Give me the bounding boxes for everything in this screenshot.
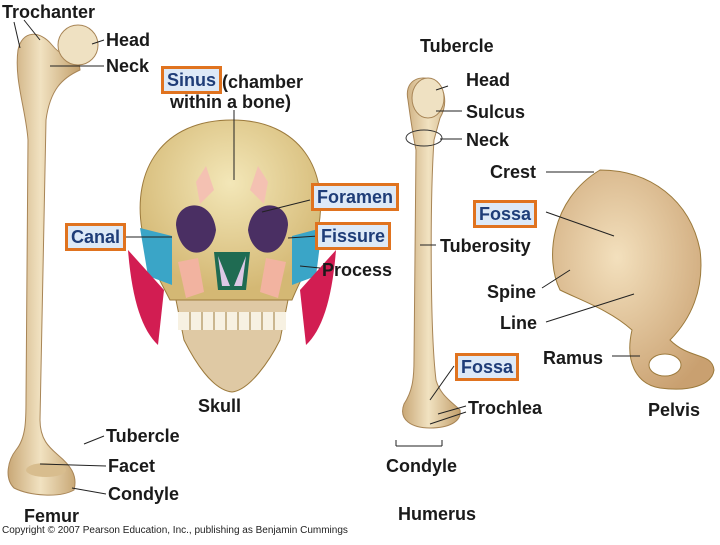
humerus-tubercle-label: Tubercle (420, 36, 494, 56)
humerus-fossa-label: Fossa (455, 353, 520, 381)
copyright-text: Copyright © 2007 Pearson Education, Inc.… (2, 525, 348, 536)
humerus-sulcus-label: Sulcus (466, 102, 526, 122)
pelvis-crest-label: Crest (490, 162, 537, 182)
humerus-head-label: Head (466, 70, 511, 90)
femur-facet-label: Facet (108, 456, 156, 476)
femur-neck-label: Neck (106, 56, 150, 76)
fissure-label: Fissure (315, 222, 392, 250)
pelvis-line-label: Line (500, 313, 538, 333)
process-label: Process (322, 260, 393, 280)
pelvis-fossa-label: Fossa (473, 200, 538, 228)
skull-name-label: Skull (198, 396, 242, 416)
pelvis-spine-label: Spine (487, 282, 537, 302)
humerus-neck-label: Neck (466, 130, 510, 150)
femur-condyle-label: Condyle (108, 484, 180, 504)
sinus-note-line-1: (chamber (222, 72, 304, 92)
sinus-label: Sinus (161, 66, 223, 94)
femur-bone (7, 24, 99, 496)
foramen-label: Foramen (311, 183, 400, 211)
leader-lines (13, 19, 640, 495)
humerus-bone (402, 77, 461, 429)
femur-trochanter-label: Trochanter (2, 2, 96, 22)
canal-label: Canal (65, 223, 127, 251)
skull-bone (128, 119, 336, 393)
pelvis-name-label: Pelvis (648, 400, 701, 420)
pelvis-bone (552, 169, 715, 390)
femur-tubercle-label: Tubercle (106, 426, 180, 446)
humerus-tuberosity-label: Tuberosity (440, 236, 531, 256)
sinus-note-line-2: within a bone) (170, 92, 291, 112)
pelvis-ramus-label: Ramus (543, 348, 604, 368)
humerus-name-label: Humerus (398, 504, 477, 524)
femur-head-label: Head (106, 30, 151, 50)
humerus-trochlea-label: Trochlea (468, 398, 543, 418)
humerus-condyle-label: Condyle (386, 456, 458, 476)
femur-name-label: Femur (24, 506, 80, 526)
